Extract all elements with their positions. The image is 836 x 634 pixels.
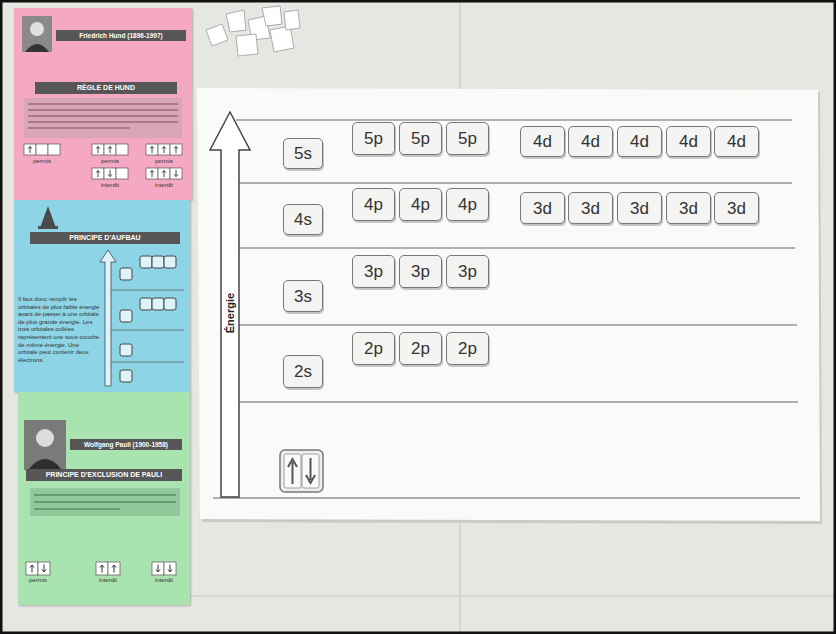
orbital-label: 4d: [679, 133, 698, 150]
paper-sheet: [197, 88, 820, 521]
orbital-label: 5p: [411, 130, 430, 147]
energy-levels: [213, 120, 800, 498]
orbital-label: 3d: [727, 200, 746, 217]
rule-verdict: interdit: [90, 182, 130, 189]
rule-verdict: permis: [144, 158, 184, 165]
rule-verdict: permis: [90, 158, 130, 165]
orbital-box: 4p: [446, 188, 489, 221]
orbital-label: 2p: [364, 340, 383, 357]
orbital-box: 4d: [666, 126, 711, 157]
card-banner: PRINCIPE D'AUFBAU: [30, 232, 180, 244]
orbital-box: 4p: [399, 188, 442, 221]
orbital-label: 4d: [727, 133, 746, 150]
orbital-box: 3d: [617, 192, 662, 224]
orbital-label: 3p: [458, 263, 477, 280]
orbital-box: 3d: [714, 192, 759, 224]
paper-shadow: [199, 90, 822, 524]
orbital-label: 2s: [294, 363, 312, 380]
orbital-box: 5s: [283, 138, 323, 169]
orbital-label: 4p: [364, 196, 383, 213]
energy-arrow: [210, 112, 250, 497]
orbital-box: 2p: [399, 332, 442, 365]
rule-card: PRINCIPE D'AUFBAU Il faut donc remplir le…: [14, 200, 190, 392]
orbital-label: 3p: [411, 263, 430, 280]
orbital-box: 3s: [283, 280, 323, 312]
card-banner: RÈGLE DE HUND: [35, 82, 177, 94]
hund-cells: [24, 144, 182, 179]
orbital-label: 5s: [294, 145, 312, 162]
orbital-box: 5p: [446, 122, 489, 155]
orbital-box: 2p: [446, 332, 489, 365]
rule-card: Friedrich Hund (1896-1997) RÈGLE DE HUND p…: [14, 8, 192, 200]
orbital-label: 4p: [411, 196, 430, 213]
orbital-label: 4d: [581, 133, 600, 150]
orbital-box: 3d: [520, 192, 565, 224]
table-seam: [190, 595, 836, 597]
orbital-label: 2p: [458, 340, 477, 357]
orbital-label: 3s: [294, 288, 312, 305]
card-banner: Wolfgang Pauli (1900-1958): [70, 439, 182, 450]
orbital-label: 4p: [458, 196, 477, 213]
orbital-box: 4s: [283, 204, 323, 235]
pauli-cells: [26, 562, 176, 575]
orbital-box: 4d: [617, 126, 662, 157]
table-seam: [459, 0, 461, 634]
orbital-label: 3d: [581, 200, 600, 217]
cone-base: [38, 226, 58, 229]
rule-verdict: permis: [22, 158, 62, 165]
orbital-box: 3d: [568, 192, 613, 224]
orbital-box: 3p: [352, 255, 395, 288]
orbital-box: 4d: [568, 126, 613, 157]
hund-body-text-area: [24, 98, 182, 138]
orbital-box: 4d: [520, 126, 565, 157]
orbital-box: 2s: [283, 355, 323, 388]
orbital-label: 4d: [533, 133, 552, 150]
card-banner: PRINCIPE D'EXCLUSION DE PAULI: [26, 469, 182, 481]
orbital-box: 5p: [399, 122, 442, 155]
orbital-label: 3d: [679, 200, 698, 217]
orbital-label: 3d: [533, 200, 552, 217]
axis-label: Énergie: [224, 291, 236, 335]
orbital-box: 4p: [352, 188, 395, 221]
cone-icon: [40, 206, 56, 228]
orbital-box: 3d: [666, 192, 711, 224]
hund-spins: [28, 146, 178, 177]
orbital-box: 3p: [399, 255, 442, 288]
paper-scraps: [206, 6, 300, 56]
orbital-label: 5p: [364, 130, 383, 147]
orbital-label: 5p: [458, 130, 477, 147]
card-banner: Friedrich Hund (1896-1997): [56, 30, 186, 41]
orbital-label: 3d: [630, 200, 649, 217]
orbital-box: 5p: [352, 122, 395, 155]
rule-verdict: interdit: [144, 182, 184, 189]
orbital-label: 2p: [411, 340, 430, 357]
electron-pair-box: [280, 450, 323, 492]
hund-portrait: [22, 16, 52, 52]
orbital-label: 4d: [630, 133, 649, 150]
aufbau-mini-diagram: [100, 250, 184, 386]
orbital-label: 3p: [364, 263, 383, 280]
pauli-portrait: [24, 420, 66, 470]
rule-verdict: permis: [18, 577, 58, 584]
orbital-box: 4d: [714, 126, 759, 157]
orbital-label: 4s: [294, 211, 312, 228]
orbital-box: 2p: [352, 332, 395, 365]
pauli-body-text-area: [30, 488, 180, 516]
rule-verdict: interdit: [88, 577, 128, 584]
rule-verdict: interdit: [144, 577, 184, 584]
rule-card: Wolfgang Pauli (1900-1958) PRINCIPE D'EXC…: [18, 392, 190, 605]
card-body: Il faut donc remplir les orbitales de pl…: [18, 296, 100, 364]
pauli-spins: [30, 565, 172, 573]
orbital-box: 3p: [446, 255, 489, 288]
